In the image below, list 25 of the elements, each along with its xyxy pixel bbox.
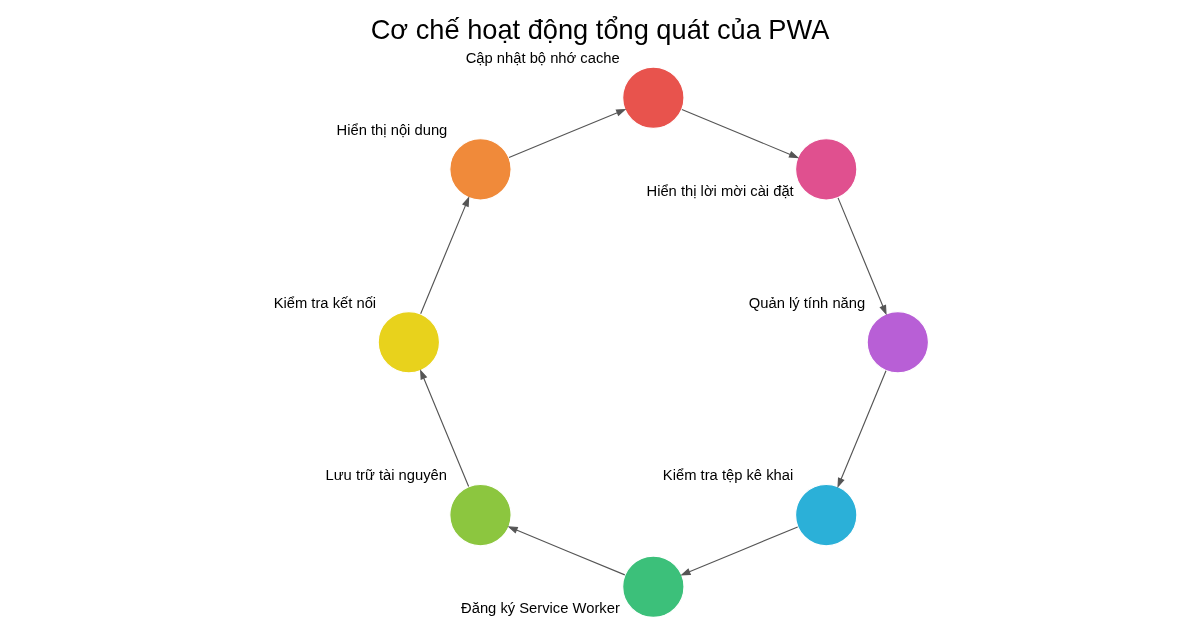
node-label: Quản lý tính năng	[748, 294, 866, 311]
node-circle	[622, 555, 685, 618]
node-circle	[377, 311, 441, 374]
node-label: Kiểm tra kết nối	[273, 294, 377, 311]
node-circle	[449, 138, 512, 201]
node-circle	[622, 66, 685, 129]
node-label: Kiểm tra tệp kê khai	[662, 467, 794, 484]
node-circle	[795, 138, 858, 201]
arrow	[420, 369, 470, 488]
arrow	[837, 370, 887, 489]
node-circle	[795, 483, 858, 547]
node-label: Lưu trữ tài nguyên	[325, 467, 447, 484]
arrow	[837, 197, 887, 316]
node-label: Cập nhật bộ nhớ cache	[465, 50, 620, 67]
arrow	[420, 196, 470, 315]
node-label: Hiển thị nội dung	[336, 121, 448, 138]
diagram-title: Cơ chế hoạt động tổng quát của PWA	[370, 13, 830, 45]
arrow	[507, 526, 626, 576]
arrow	[680, 526, 799, 576]
arrow	[681, 109, 800, 159]
arrow	[508, 108, 627, 159]
node-circle	[866, 311, 930, 374]
node-label: Hiển thị lời mời cài đặt	[646, 182, 794, 199]
node-label: Đăng ký Service Worker	[461, 600, 620, 617]
node-circle	[449, 483, 512, 547]
